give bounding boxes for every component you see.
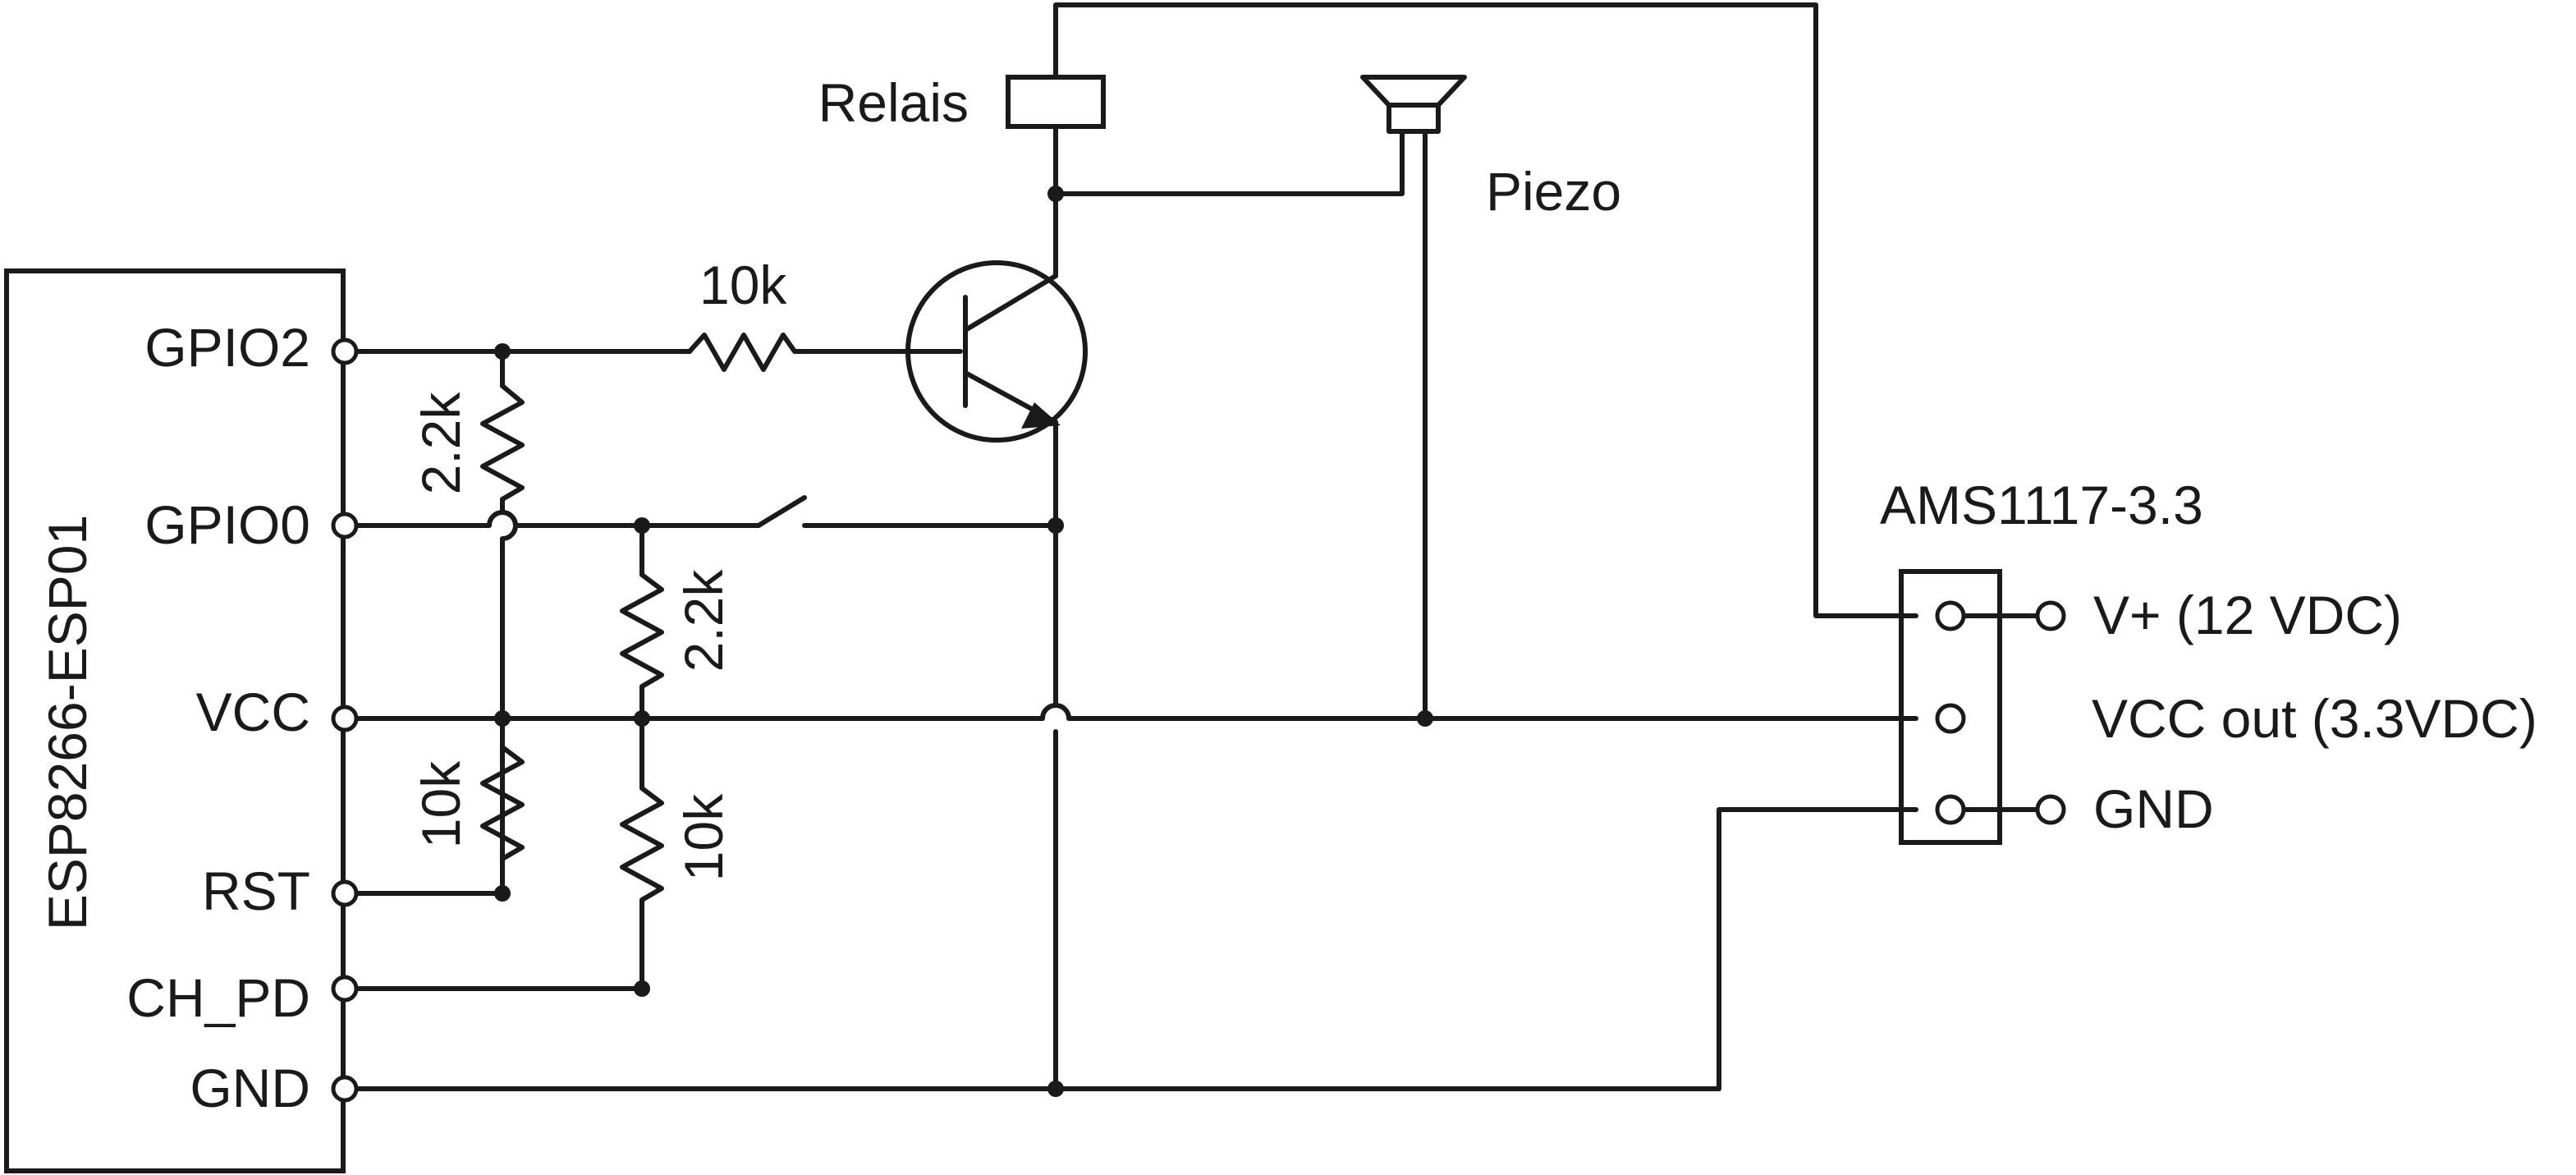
relay-coil [1006,75,1106,129]
gpio0-pullup-label: 2.2k [673,569,734,672]
wire-relay-top [1053,2,1918,618]
pin-label-gpio0: GPIO0 [144,494,310,555]
regulator-name: AMS1117-3.3 [1880,475,2203,535]
wire-gnd [352,807,1918,1091]
pin-rst [331,879,359,907]
regulator-box [1899,569,2002,845]
base-resistor-label: 10k [699,255,787,315]
resistor-rst-pullup [480,716,525,896]
relay-label: Relais [818,72,969,133]
resistor-gpio2-pullup [480,349,525,896]
pin-label-chpd: CH_PD [126,967,310,1028]
emitter-arrow [1021,402,1061,429]
pin-gpio0 [331,512,359,539]
gpio2-pullup-label: 2.2k [410,392,471,495]
esp-module-name: ESP8266-ESP01 [37,515,98,930]
regulator-vin-label: V+ (12 VDC) [2093,585,2402,645]
piezo-label: Piezo [1486,161,1621,222]
junction-gnd [1047,1081,1064,1097]
piezo-speaker-icon [1360,75,1467,134]
wire-gpio0 [352,495,1058,528]
junction-vcc-c [1417,710,1433,727]
junction-rst [494,885,511,902]
transistor-collector [963,273,1058,333]
regulator-pin-vin [1935,600,1966,631]
regulator-pin-gnd [1935,794,1966,825]
pin-chpd [331,975,359,1003]
resistor-base [687,333,963,372]
junction-relay [1047,186,1064,202]
pin-gnd [331,1075,359,1103]
junction-vcc-b [634,710,650,727]
resistor-gpio0-pullup [620,523,664,721]
junction-vcc-a [494,710,511,727]
wire-vcc [352,703,1918,721]
terminal-gnd [2035,794,2066,825]
pin-label-rst: RST [202,861,310,921]
wire-piezo [1053,129,1428,721]
regulator-pin-vout [1935,703,1966,734]
pin-vcc [331,705,359,732]
rst-pullup-label: 10k [410,760,471,848]
pin-label-gnd: GND [190,1058,310,1118]
junction-gpio2 [494,343,511,360]
resistor-chpd-pullup [620,716,664,991]
terminal-vin [2035,600,2066,631]
pin-label-gpio2: GPIO2 [144,317,310,378]
junction-chpd [634,980,650,997]
regulator-gnd-label: GND [2093,778,2214,839]
junction-gpio0-b [1047,517,1064,534]
chpd-pullup-label: 10k [673,793,734,881]
pin-label-vcc: VCC [196,682,310,742]
junction-gpio0-a [634,517,650,534]
pin-gpio2 [331,337,359,365]
regulator-vout-label: VCC out (3.3VDC) [2092,688,2537,749]
npn-transistor [905,260,1088,443]
